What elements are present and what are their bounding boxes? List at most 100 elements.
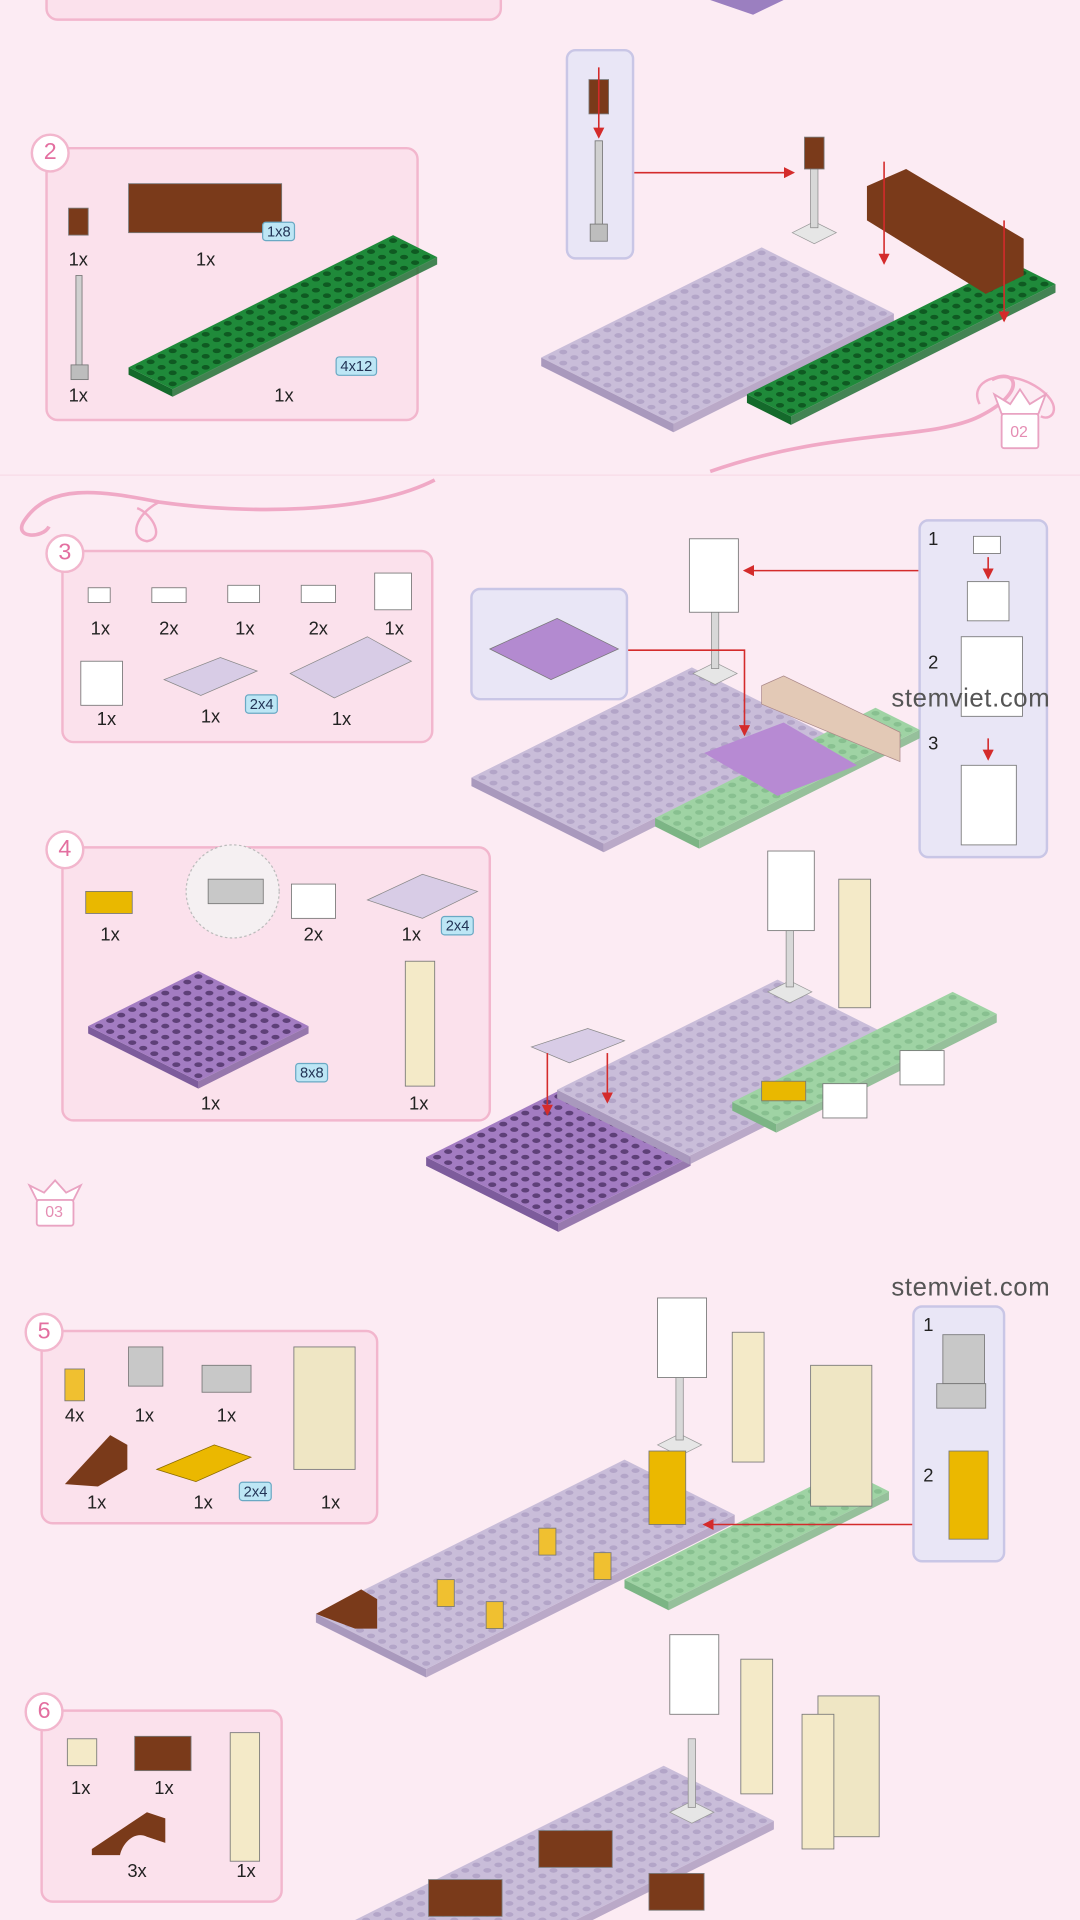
white-tile [151, 587, 187, 603]
part-qty: 1x [90, 618, 111, 640]
brown-arch [428, 1879, 503, 1917]
brown-brick-1x8 [866, 168, 1024, 294]
size-tag: 4x12 [335, 356, 378, 376]
brown-round-brick [68, 207, 89, 236]
part-qty: 1x [86, 1492, 107, 1514]
yellow-mirror-tile [948, 1450, 989, 1540]
part-qty: 1x [401, 924, 422, 946]
lavender-printed-tile [289, 636, 413, 699]
step-number: 5 [24, 1312, 64, 1352]
tan-plate-1x1 [66, 1738, 98, 1767]
size-tag: 1x8 [262, 221, 296, 242]
tan-pillar [731, 1331, 765, 1463]
yellow-mirror-tile [648, 1450, 687, 1525]
part-qty: 1x [331, 708, 352, 730]
tan-wall [761, 675, 901, 763]
step-number: 4 [45, 830, 85, 870]
size-tag: 8x8 [295, 1062, 329, 1083]
part-qty: 1x [193, 1492, 213, 1514]
step1-parts-panel [45, 0, 503, 21]
brown-slope [64, 1435, 128, 1487]
lamp-post [766, 918, 813, 1004]
lavender-base-plate [315, 1459, 735, 1678]
part-qty: 1x [235, 618, 255, 640]
callout-step-number: 2 [923, 1465, 934, 1487]
part-qty: 3x [127, 1861, 147, 1883]
gray-plate-with-pin [128, 1346, 164, 1387]
swirl-decoration [976, 375, 1056, 419]
callout-step-number: 1 [928, 528, 939, 550]
step-number: 3 [45, 533, 85, 574]
part-qty: 1x [236, 1861, 256, 1883]
part-qty: 1x [96, 708, 117, 730]
green-plate-4x12 [128, 235, 438, 397]
part-qty: 1x [216, 1405, 237, 1427]
lavender-base-plate [541, 247, 894, 433]
page-number: 03 [45, 1202, 64, 1221]
brown-arch [538, 1830, 613, 1868]
swirl-decoration [709, 374, 1015, 474]
previous-step-plate [710, 0, 784, 15]
tan-pillar [838, 878, 872, 1009]
yellow-cone [485, 1601, 504, 1630]
step-number: 6 [24, 1692, 64, 1732]
yellow-tile-2x4 [155, 1444, 253, 1483]
part-qty: 1x [274, 385, 294, 407]
lamp-base [589, 223, 608, 242]
size-tag: 2x4 [244, 694, 279, 714]
part-qty: 2x [303, 924, 324, 946]
lamp-post [791, 158, 838, 245]
part-qty: 1x [71, 1777, 91, 1799]
lavender-tile-2x4 [163, 657, 259, 696]
yellow-cone [436, 1579, 455, 1607]
part-qty: 1x [320, 1492, 341, 1514]
tan-tall-brick [293, 1346, 356, 1470]
purple-plate-8x8 [88, 971, 309, 1089]
yellow-cone [538, 1527, 557, 1556]
lavender-tile-2x4 [530, 1028, 626, 1064]
callout-step-number: 1 [923, 1315, 934, 1336]
callout-step-number: 3 [928, 733, 939, 755]
part-qty: 1x [408, 1093, 429, 1115]
callout-step-number: 2 [928, 652, 939, 674]
part-qty: 1x [200, 706, 221, 728]
assembly-arrows [541, 67, 1010, 1531]
white-lamp-head [767, 850, 815, 932]
crown-icon [27, 1179, 83, 1227]
gray-plate-with-pin [942, 1334, 985, 1385]
white-round-plate [87, 587, 111, 603]
yellow-cone [593, 1552, 612, 1581]
size-tag: 2x4 [440, 915, 475, 936]
part-qty: 1x [100, 924, 120, 946]
gray-bricks-detail [207, 878, 264, 905]
lavender-printed-tile [488, 617, 620, 680]
yellow-brick [761, 1080, 807, 1102]
tan-pillar [404, 960, 436, 1087]
gray-hinge [201, 1364, 252, 1393]
white-lamp-parts [960, 636, 1023, 717]
lavender-printed-tile [704, 722, 858, 796]
white-slope [300, 584, 336, 603]
white-brick [899, 1050, 945, 1086]
white-lamp-head [669, 1634, 720, 1715]
swirl-decoration [135, 500, 160, 543]
white-dome [80, 660, 123, 706]
white-lamp-head [657, 1297, 707, 1378]
part-qty: 1x [154, 1777, 174, 1799]
part-qty: 1x [134, 1405, 155, 1427]
white-brick [822, 1083, 868, 1119]
tan-tall-brick [810, 1364, 873, 1507]
white-brick [291, 883, 336, 919]
crown-icon [992, 387, 1048, 450]
yellow-cone [64, 1368, 85, 1402]
white-lamp-head [688, 538, 739, 613]
brown-corner-plate [134, 1735, 192, 1772]
white-lamp-assembly [960, 764, 1017, 846]
part-qty: 1x [195, 249, 216, 271]
white-brick-studs-side [374, 572, 412, 611]
lamp-post [656, 1371, 703, 1457]
part-qty: 4x [64, 1405, 85, 1427]
size-tag: 2x4 [238, 1481, 273, 1502]
